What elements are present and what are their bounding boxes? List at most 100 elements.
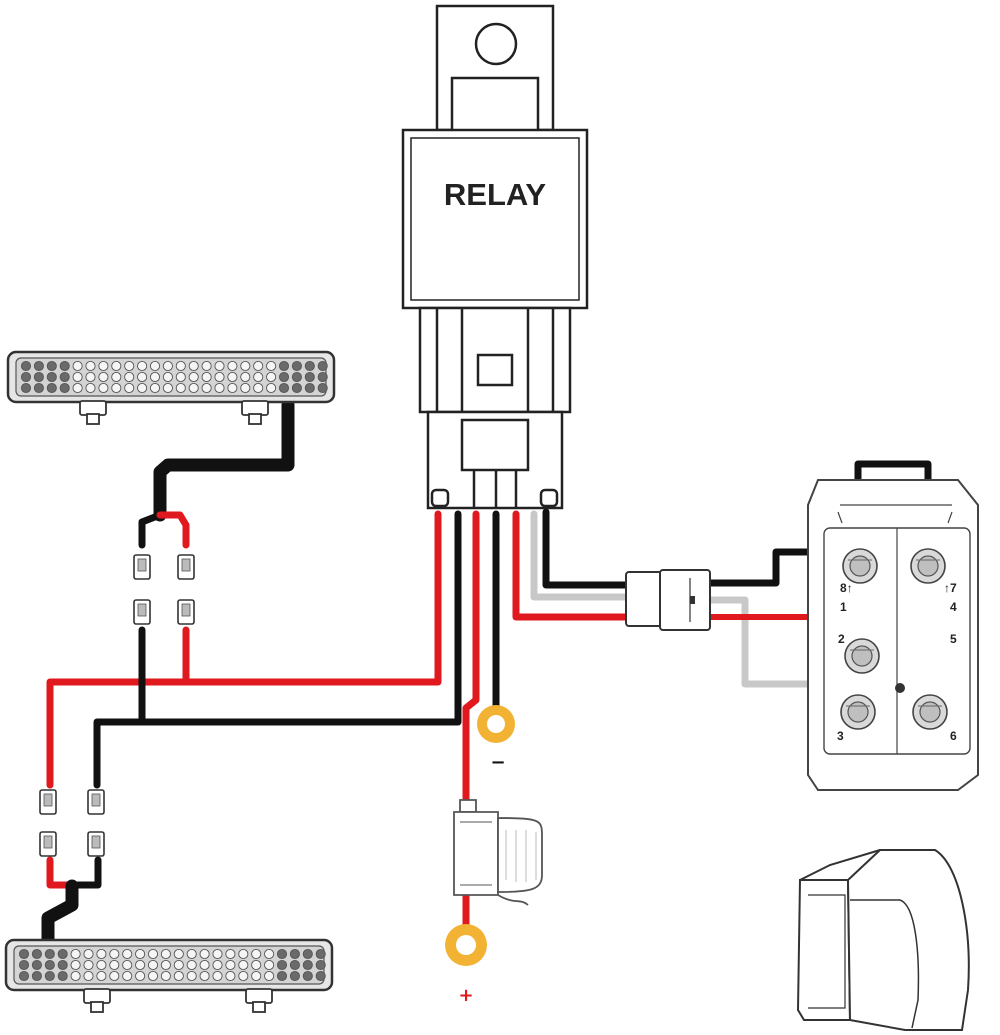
led: [214, 382, 225, 394]
led: [96, 970, 107, 982]
battery-feed-wire: [462, 510, 480, 804]
led: [149, 360, 161, 372]
led: [31, 959, 42, 971]
led: [147, 948, 159, 960]
led: [31, 970, 42, 982]
led: [276, 959, 288, 971]
led-array: [18, 948, 326, 982]
led: [253, 371, 264, 383]
led: [31, 948, 42, 960]
led: [173, 970, 184, 982]
led: [98, 371, 109, 383]
led: [251, 959, 262, 971]
led: [186, 959, 197, 971]
pin-1-label: 1: [840, 600, 847, 614]
light-bar-bottom-bracket-left: [83, 988, 111, 1013]
led: [98, 382, 109, 394]
led: [70, 948, 81, 960]
led: [57, 959, 68, 971]
led: [278, 371, 290, 383]
led: [85, 382, 96, 394]
led: [278, 360, 290, 372]
led: [83, 970, 94, 982]
led: [238, 970, 249, 982]
led: [20, 360, 32, 372]
led: [149, 371, 161, 383]
led: [33, 382, 44, 394]
led: [124, 382, 135, 394]
light-bar-top-bracket-right: [241, 400, 269, 425]
led: [111, 371, 122, 383]
positive-sign: +: [458, 985, 473, 1006]
led: [124, 360, 135, 372]
led: [227, 371, 238, 383]
led: [98, 360, 109, 372]
led: [225, 959, 236, 971]
pin-5-label: 5: [950, 632, 957, 646]
led: [278, 382, 290, 394]
led: [122, 959, 133, 971]
switch-pin-labels: 8↑ ↑7 1 4 2 5 3 6: [837, 581, 957, 743]
led: [175, 371, 186, 383]
pin-7-label: ↑7: [944, 581, 957, 595]
led: [264, 959, 275, 971]
led: [225, 970, 236, 982]
switch-pin-terminal: [840, 694, 876, 730]
bottom-split-black: [74, 856, 102, 889]
led: [18, 948, 30, 960]
led: [137, 382, 148, 394]
led: [83, 948, 94, 960]
led: [289, 959, 300, 971]
led: [46, 382, 57, 394]
pin-3-label: 3: [837, 729, 844, 743]
led: [214, 360, 225, 372]
relay-socket-latch-right: [539, 488, 559, 508]
led: [59, 382, 70, 394]
led: [188, 360, 199, 372]
led: [173, 948, 184, 960]
led: [59, 371, 70, 383]
led: [253, 360, 264, 372]
led: [135, 948, 146, 960]
led: [227, 382, 238, 394]
spade-connector: [177, 599, 195, 625]
led: [201, 360, 212, 372]
led: [46, 360, 57, 372]
pin-8-label: 8↑: [840, 581, 853, 595]
led: [57, 970, 68, 982]
led: [96, 959, 107, 971]
led: [160, 948, 171, 960]
spade-connector: [39, 831, 57, 857]
led: [317, 360, 328, 372]
led: [238, 948, 249, 960]
led: [227, 360, 238, 372]
spade-connector: [133, 554, 151, 580]
led: [212, 948, 223, 960]
switch-pin-terminal: [842, 548, 878, 584]
led: [264, 948, 275, 960]
led: [96, 948, 107, 960]
led: [44, 970, 55, 982]
spade-connector: [87, 789, 105, 815]
led: [109, 959, 120, 971]
led: [83, 959, 94, 971]
led: [291, 382, 302, 394]
light-bar-top: [6, 350, 336, 425]
led: [111, 382, 122, 394]
led: [289, 948, 300, 960]
led: [72, 360, 83, 372]
relay-body-inner: [410, 137, 580, 301]
inline-fuse-holder: [453, 799, 543, 906]
led: [33, 371, 44, 383]
pin-6-label: 6: [950, 729, 957, 743]
negative-sign: −: [490, 752, 505, 773]
led: [18, 959, 30, 971]
led: [315, 959, 326, 971]
switch-pin-terminal: [844, 638, 880, 674]
led: [162, 382, 173, 394]
led: [251, 948, 262, 960]
led: [44, 959, 55, 971]
led: [20, 371, 32, 383]
switch-center-post: [895, 683, 905, 693]
led: [188, 382, 199, 394]
